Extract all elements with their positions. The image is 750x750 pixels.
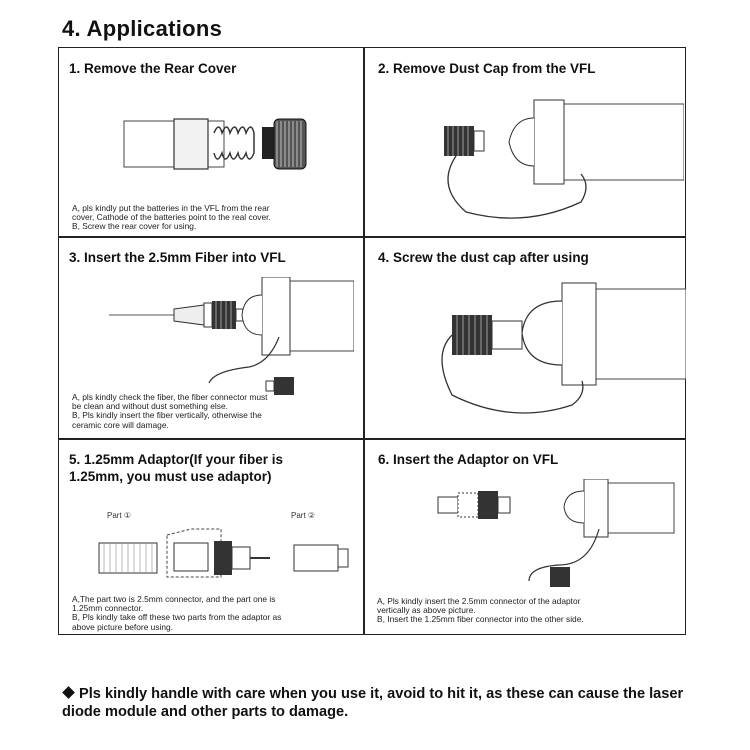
step-2-title: 2. Remove Dust Cap from the VFL: [378, 61, 596, 76]
page-title: 4. Applications: [62, 16, 223, 41]
step-1-notes: A, pls kindly put the batteries in the V…: [72, 203, 271, 232]
adaptor-illustration: [98, 528, 349, 578]
step-5-cell: 5. 1.25mm Adaptor(If your fiber is 1.25m…: [59, 439, 363, 636]
rear-cover-illustration: [123, 118, 307, 170]
step-2-cell: 2. Remove Dust Cap from the VFL: [364, 48, 686, 236]
adaptor-insert-illustration: [437, 479, 675, 587]
step-1-cell: 1. Remove the Rear Cover A, pls kindly p…: [59, 48, 363, 236]
part-two-label: Part ②: [291, 511, 316, 520]
step-6-title: 6. Insert the Adaptor on VFL: [378, 452, 559, 467]
applications-grid: 1. Remove the Rear Cover A, pls kindly p…: [58, 47, 686, 635]
step-3-cell: 3. Insert the 2.5mm Fiber into VFL A, pl…: [59, 237, 363, 438]
step-3-title: 3. Insert the 2.5mm Fiber into VFL: [69, 250, 286, 265]
step-4-title: 4. Screw the dust cap after using: [378, 250, 589, 265]
grid-divider-row-2: [59, 438, 685, 440]
grid-divider-vertical: [363, 48, 365, 634]
step-6-cell: 6. Insert the Adaptor on VFL A, Pls kind…: [364, 439, 686, 636]
diamond-bullet-icon: [62, 686, 75, 699]
step-6-notes: A, Pls kindly insert the 2.5mm connector…: [377, 596, 584, 625]
step-1-title: 1. Remove the Rear Cover: [69, 61, 237, 76]
care-warning-text: Pls kindly handle with care when you use…: [62, 686, 684, 720]
screw-cap-illustration: [441, 282, 686, 414]
care-warning: Pls kindly handle with care when you use…: [62, 685, 702, 721]
step-4-cell: 4. Screw the dust cap after using: [364, 237, 686, 438]
grid-divider-row-1: [59, 236, 685, 238]
step-5-notes: A,The part two is 2.5mm connector, and t…: [72, 594, 282, 632]
fiber-insert-illustration: [109, 277, 354, 395]
part-one-label: Part ①: [107, 511, 132, 520]
step-5-title: 5. 1.25mm Adaptor(If your fiber is 1.25m…: [69, 452, 284, 484]
dust-cap-illustration: [444, 99, 684, 219]
step-3-notes: A, pls kindly check the fiber, the fiber…: [72, 392, 268, 430]
